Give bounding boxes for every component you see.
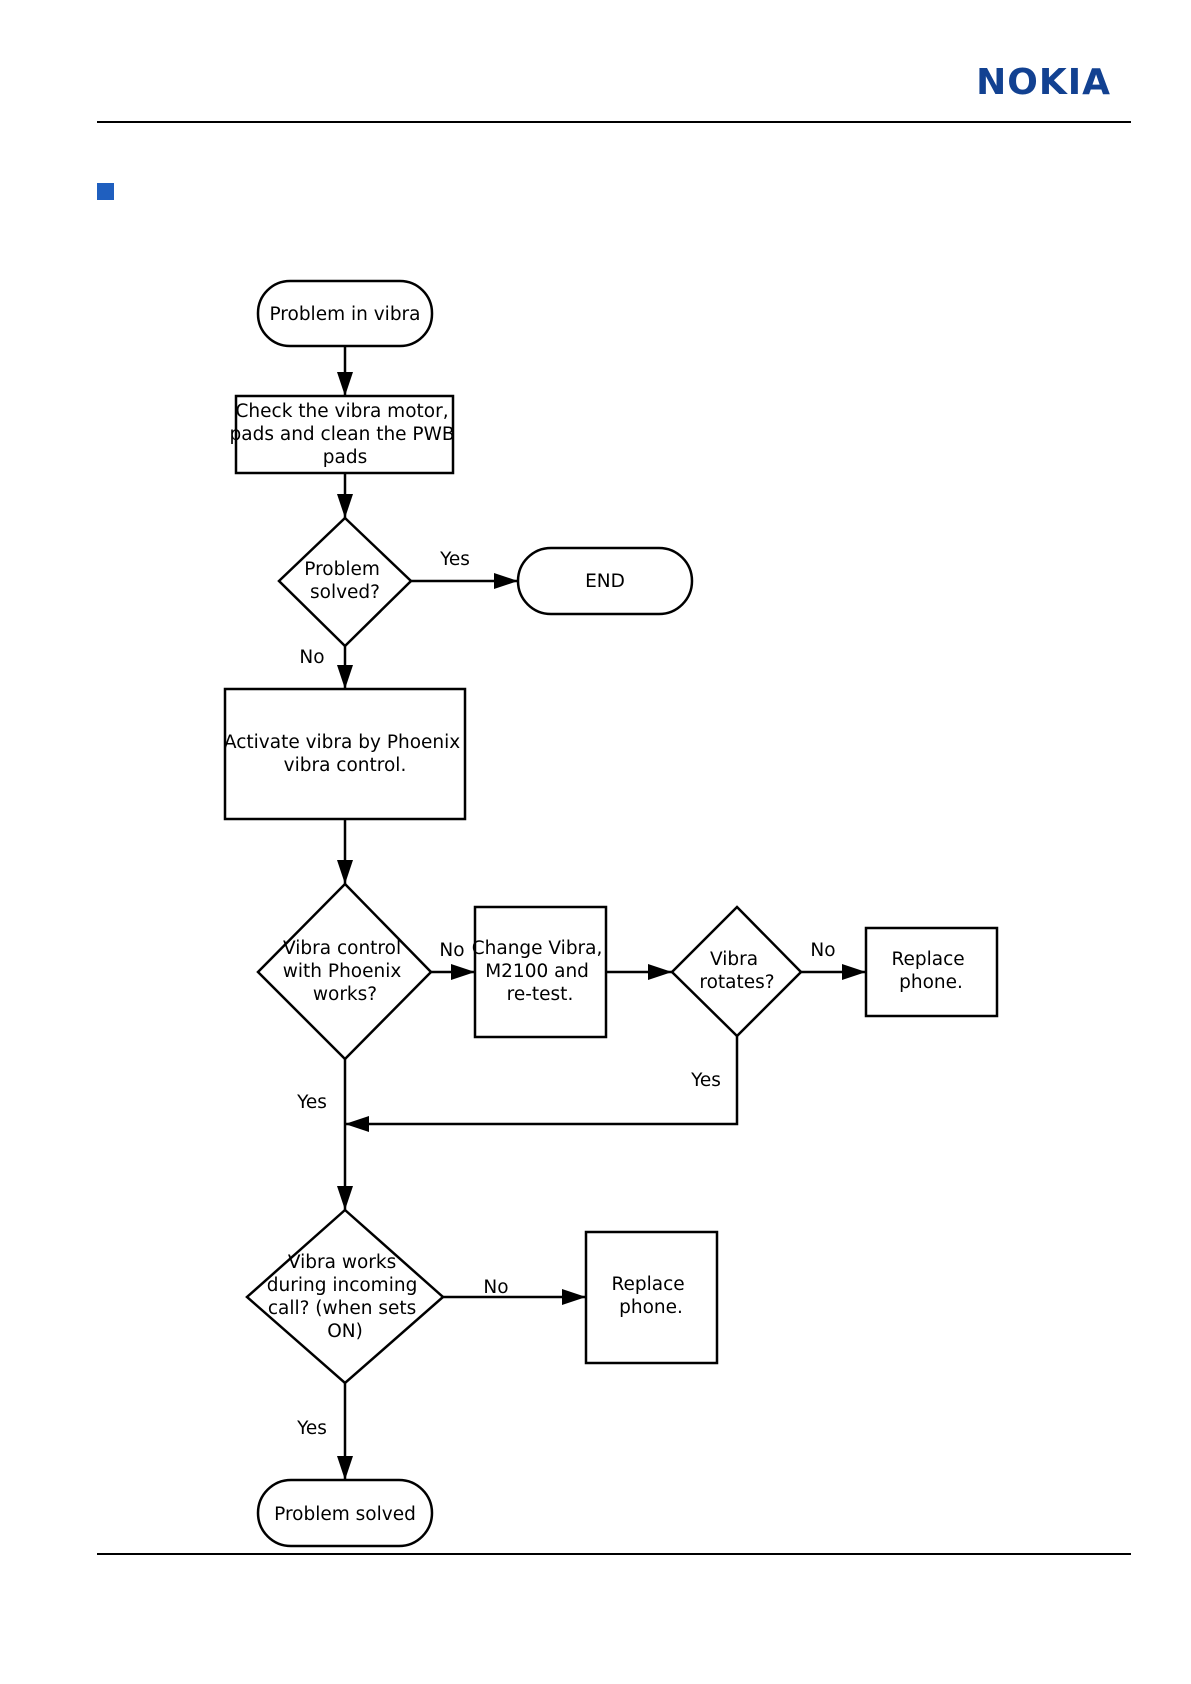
activate-label: Activate vibra by Phoenix vibra control.	[224, 732, 466, 776]
finish-terminator	[256, 1478, 434, 1548]
label-yes-control: Yes	[296, 1092, 327, 1113]
finish-label: Problem solved	[274, 1504, 416, 1525]
end-terminator	[516, 546, 694, 616]
label-yes-end: Yes	[439, 549, 470, 570]
label-yes-incoming: Yes	[296, 1418, 327, 1439]
nokia-logo: NOKIA	[976, 62, 1111, 103]
check-process	[234, 394, 455, 475]
header-rule	[97, 121, 1131, 123]
activate-process	[223, 687, 467, 821]
replace-process-1	[864, 926, 999, 1018]
label-no-control: No	[439, 940, 464, 961]
label-no-rotates: No	[810, 940, 835, 961]
rotates-decision	[670, 905, 803, 1038]
label-yes-rotates: Yes	[690, 1070, 721, 1091]
incoming-label: Vibra works during incoming call? (when …	[267, 1252, 423, 1342]
label-no-incoming: No	[483, 1277, 508, 1298]
replace-1-label: Replace phone.	[891, 949, 970, 993]
start-terminator	[256, 279, 434, 348]
replace-process-2	[584, 1230, 719, 1365]
control-label: Vibra control with Phoenix works?	[283, 938, 407, 1005]
incoming-decision	[245, 1208, 445, 1385]
solved-decision	[277, 516, 413, 648]
control-decision	[256, 882, 433, 1061]
footer-rule	[97, 1553, 1131, 1555]
change-process	[473, 905, 608, 1039]
section-bullet-icon	[97, 183, 114, 200]
replace-2-label: Replace phone.	[611, 1274, 690, 1318]
connector-rotates-yes-return	[345, 1036, 739, 1132]
label-no-solved: No	[299, 647, 324, 668]
start-label: Problem in vibra	[269, 304, 420, 325]
end-label: END	[585, 571, 625, 592]
check-label: Check the vibra motor, pads and clean th…	[230, 401, 461, 468]
change-label: Change Vibra, M2100 and re-test.	[472, 938, 609, 1005]
rotates-label: Vibra rotates?	[699, 949, 774, 993]
solved-label: Problem solved?	[304, 559, 386, 603]
